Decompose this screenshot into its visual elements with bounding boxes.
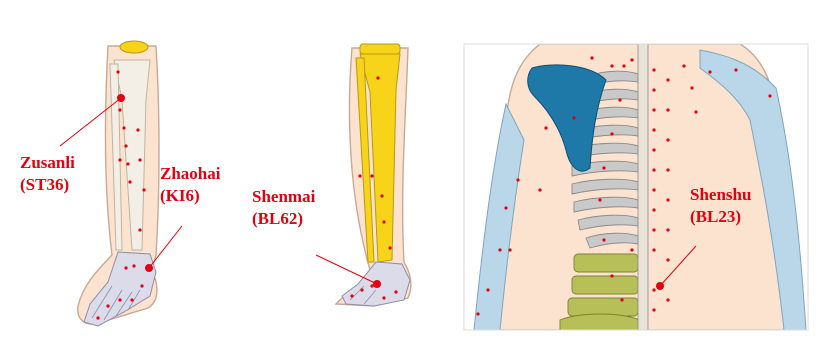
shenmai-code: (BL62) <box>252 208 315 230</box>
zusanli-code: (ST36) <box>20 174 75 196</box>
zusanli-name: Zusanli <box>20 152 75 174</box>
shenshu-name: Shenshu <box>690 184 751 206</box>
knee-joint <box>360 44 400 54</box>
shenmai-name: Shenmai <box>252 186 315 208</box>
zhaohai-label: Zhaohai (KI6) <box>160 163 220 207</box>
lateral-leg-panel <box>316 44 411 306</box>
front-patella <box>120 41 148 53</box>
shenshu-label: Shenshu (BL23) <box>690 184 751 228</box>
shenshu-code: (BL23) <box>690 206 751 228</box>
zhaohai-name: Zhaohai <box>160 163 220 185</box>
back-panel <box>464 44 808 330</box>
shenmai-label: Shenmai (BL62) <box>252 186 315 230</box>
zhaohai-code: (KI6) <box>160 185 220 207</box>
zusanli-label: Zusanli (ST36) <box>20 152 75 196</box>
spine <box>638 44 648 330</box>
